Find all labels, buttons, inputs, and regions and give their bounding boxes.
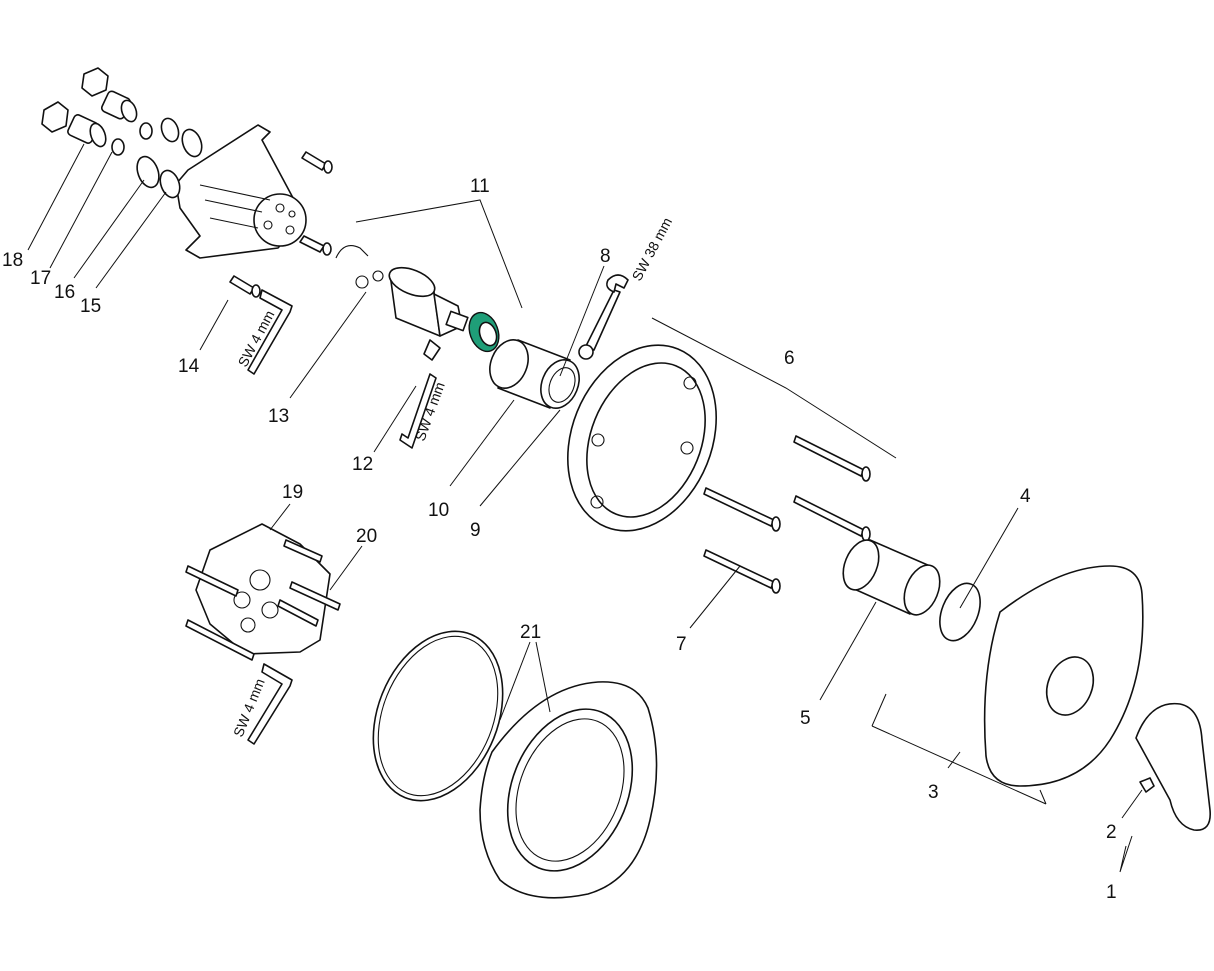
callout-6: 6 <box>784 348 795 369</box>
callout-7: 7 <box>676 634 687 655</box>
fitting-18-lower <box>41 101 107 148</box>
screw-14 <box>229 275 261 298</box>
large-o-ring-21 <box>372 630 504 802</box>
callout-16: 16 <box>54 282 75 303</box>
fitting-18-upper <box>81 67 138 123</box>
callout-2: 2 <box>1106 822 1117 843</box>
callout-21: 21 <box>520 622 541 643</box>
long-screw-7b <box>703 549 781 594</box>
trim-plate-3 <box>983 565 1144 787</box>
callout-14: 14 <box>178 356 200 377</box>
set-screw-2 <box>1139 777 1155 793</box>
callout-15: 15 <box>80 296 101 317</box>
callout-11: 11 <box>470 176 490 197</box>
wrench-8 <box>578 274 629 360</box>
callout-5: 5 <box>800 708 811 729</box>
screw-12 <box>423 339 441 361</box>
long-screw-7a <box>703 487 781 532</box>
frame-21 <box>479 681 658 899</box>
callout-20: 20 <box>356 526 377 547</box>
nut-17 <box>111 122 153 156</box>
sleeve-10 <box>489 339 580 409</box>
hex-key-20 <box>247 663 293 745</box>
callout-10: 10 <box>428 500 449 521</box>
callout-1: 1 <box>1106 882 1117 903</box>
body-19 <box>195 523 331 655</box>
screws-19-20 <box>185 539 341 661</box>
callout-17: 17 <box>30 268 51 289</box>
seal-ring-16-15 <box>136 117 203 199</box>
callout-13: 13 <box>268 406 289 427</box>
cartridge-11 <box>388 266 469 337</box>
hex-key-12 <box>399 373 437 449</box>
o-ring-4 <box>939 582 981 642</box>
callout-9: 9 <box>470 520 481 541</box>
callout-8: 8 <box>600 246 611 267</box>
sleeve-5 <box>842 539 941 616</box>
hex-key-14 <box>247 289 293 375</box>
long-screw-6a <box>793 435 871 482</box>
callout-4: 4 <box>1020 486 1031 507</box>
callout-12: 12 <box>352 454 373 475</box>
callout-3: 3 <box>928 782 939 803</box>
callout-18: 18 <box>2 250 23 271</box>
adapter-ring-green <box>468 311 500 353</box>
lever-handle-1 <box>1135 702 1211 831</box>
valve-body <box>175 124 307 259</box>
long-screw-6b <box>793 495 871 542</box>
screw-upper <box>301 151 333 174</box>
callout-19: 19 <box>282 482 303 503</box>
leader-lines <box>27 143 1143 873</box>
mounting-ring-6 <box>566 344 718 532</box>
clip-13 <box>335 245 384 289</box>
screw-lower <box>299 235 332 256</box>
wrench-label: SW 38 mm <box>629 215 676 284</box>
